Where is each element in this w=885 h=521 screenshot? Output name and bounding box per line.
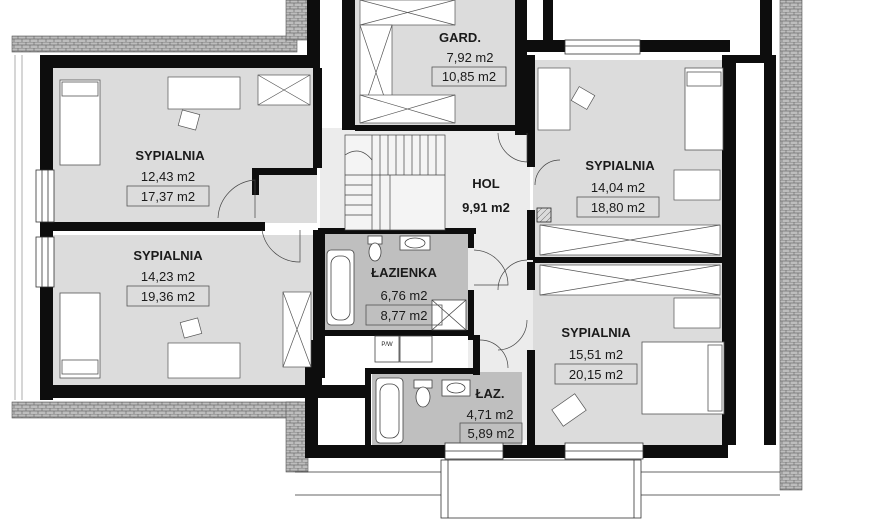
area-net-sypialnia-nw: 12,43 m2 [141, 169, 195, 184]
area-gross-sypialnia-ne: 18,80 m2 [591, 200, 645, 215]
area-gross-laz: 5,89 m2 [468, 426, 515, 441]
room-name-laz: ŁAZ. [476, 386, 505, 401]
area-box-sypialnia-nw [126, 185, 210, 207]
area-box-lazienka [365, 304, 443, 326]
bathtub-icon [326, 249, 404, 444]
area-net-gard: 7,92 m2 [447, 50, 494, 65]
roof-edge [11, 0, 803, 491]
area-box-laz [459, 422, 523, 444]
room-hol: HOL 9,91 m2 [462, 176, 510, 215]
area-gross-sypialnia-nw: 17,37 m2 [141, 189, 195, 204]
area-net-lazienka: 6,76 m2 [381, 288, 428, 303]
room-name-hol: HOL [472, 176, 500, 191]
room-name-gard: GARD. [439, 30, 481, 45]
area-gross-lazienka: 8,77 m2 [381, 308, 428, 323]
room-name-sypialnia-sw: SYPIALNIA [133, 248, 203, 263]
area-box-sypialnia-ne [576, 196, 660, 218]
toilet-icon [367, 235, 433, 408]
area-box-sypialnia-sw [126, 285, 210, 307]
washer-label: P/W [381, 342, 393, 348]
room-sypialnia-se: SYPIALNIA 15,51 m2 20,15 m2 [554, 325, 638, 385]
area-gross-gard: 10,85 m2 [442, 69, 496, 84]
area-gross-sypialnia-sw: 19,36 m2 [141, 289, 195, 304]
room-name-sypialnia-nw: SYPIALNIA [135, 148, 205, 163]
area-net-sypialnia-se: 15,51 m2 [569, 347, 623, 362]
area-net-sypialnia-sw: 14,23 m2 [141, 269, 195, 284]
sink-icon [399, 235, 471, 397]
area-net-laz: 4,71 m2 [467, 407, 514, 422]
room-laz: ŁAZ. 4,71 m2 5,89 m2 [459, 386, 523, 444]
room-lazienka: ŁAZIENKA 6,76 m2 8,77 m2 [365, 265, 443, 326]
area-net-sypialnia-ne: 14,04 m2 [591, 180, 645, 195]
area-net-hol: 9,91 m2 [462, 200, 510, 215]
room-name-sypialnia-ne: SYPIALNIA [585, 158, 655, 173]
area-box-sypialnia-se [554, 363, 638, 385]
room-sypialnia-nw: SYPIALNIA 12,43 m2 17,37 m2 [126, 148, 210, 207]
area-gross-sypialnia-se: 20,15 m2 [569, 367, 623, 382]
partial-walls [252, 125, 515, 195]
room-name-sypialnia-se: SYPIALNIA [561, 325, 631, 340]
desk-icon [167, 67, 571, 379]
washer-box: P/W [374, 335, 400, 363]
room-sypialnia-sw: SYPIALNIA 14,23 m2 19,36 m2 [126, 248, 210, 307]
room-gard: GARD. 7,92 m2 10,85 m2 [431, 30, 507, 87]
room-sypialnia-ne: SYPIALNIA 14,04 m2 18,80 m2 [576, 158, 660, 218]
door-swing-icon [217, 132, 561, 369]
walls [40, 0, 776, 458]
window-icon [35, 39, 644, 460]
chair-icon [177, 86, 596, 427]
chimney-icon [536, 207, 552, 223]
room-name-lazienka: ŁAZIENKA [371, 265, 437, 280]
area-box-gard [431, 66, 507, 87]
wardrobe-icon [257, 0, 721, 368]
stair-icon [344, 134, 446, 231]
bed-icon [59, 67, 725, 415]
balcony-icon [295, 459, 780, 519]
